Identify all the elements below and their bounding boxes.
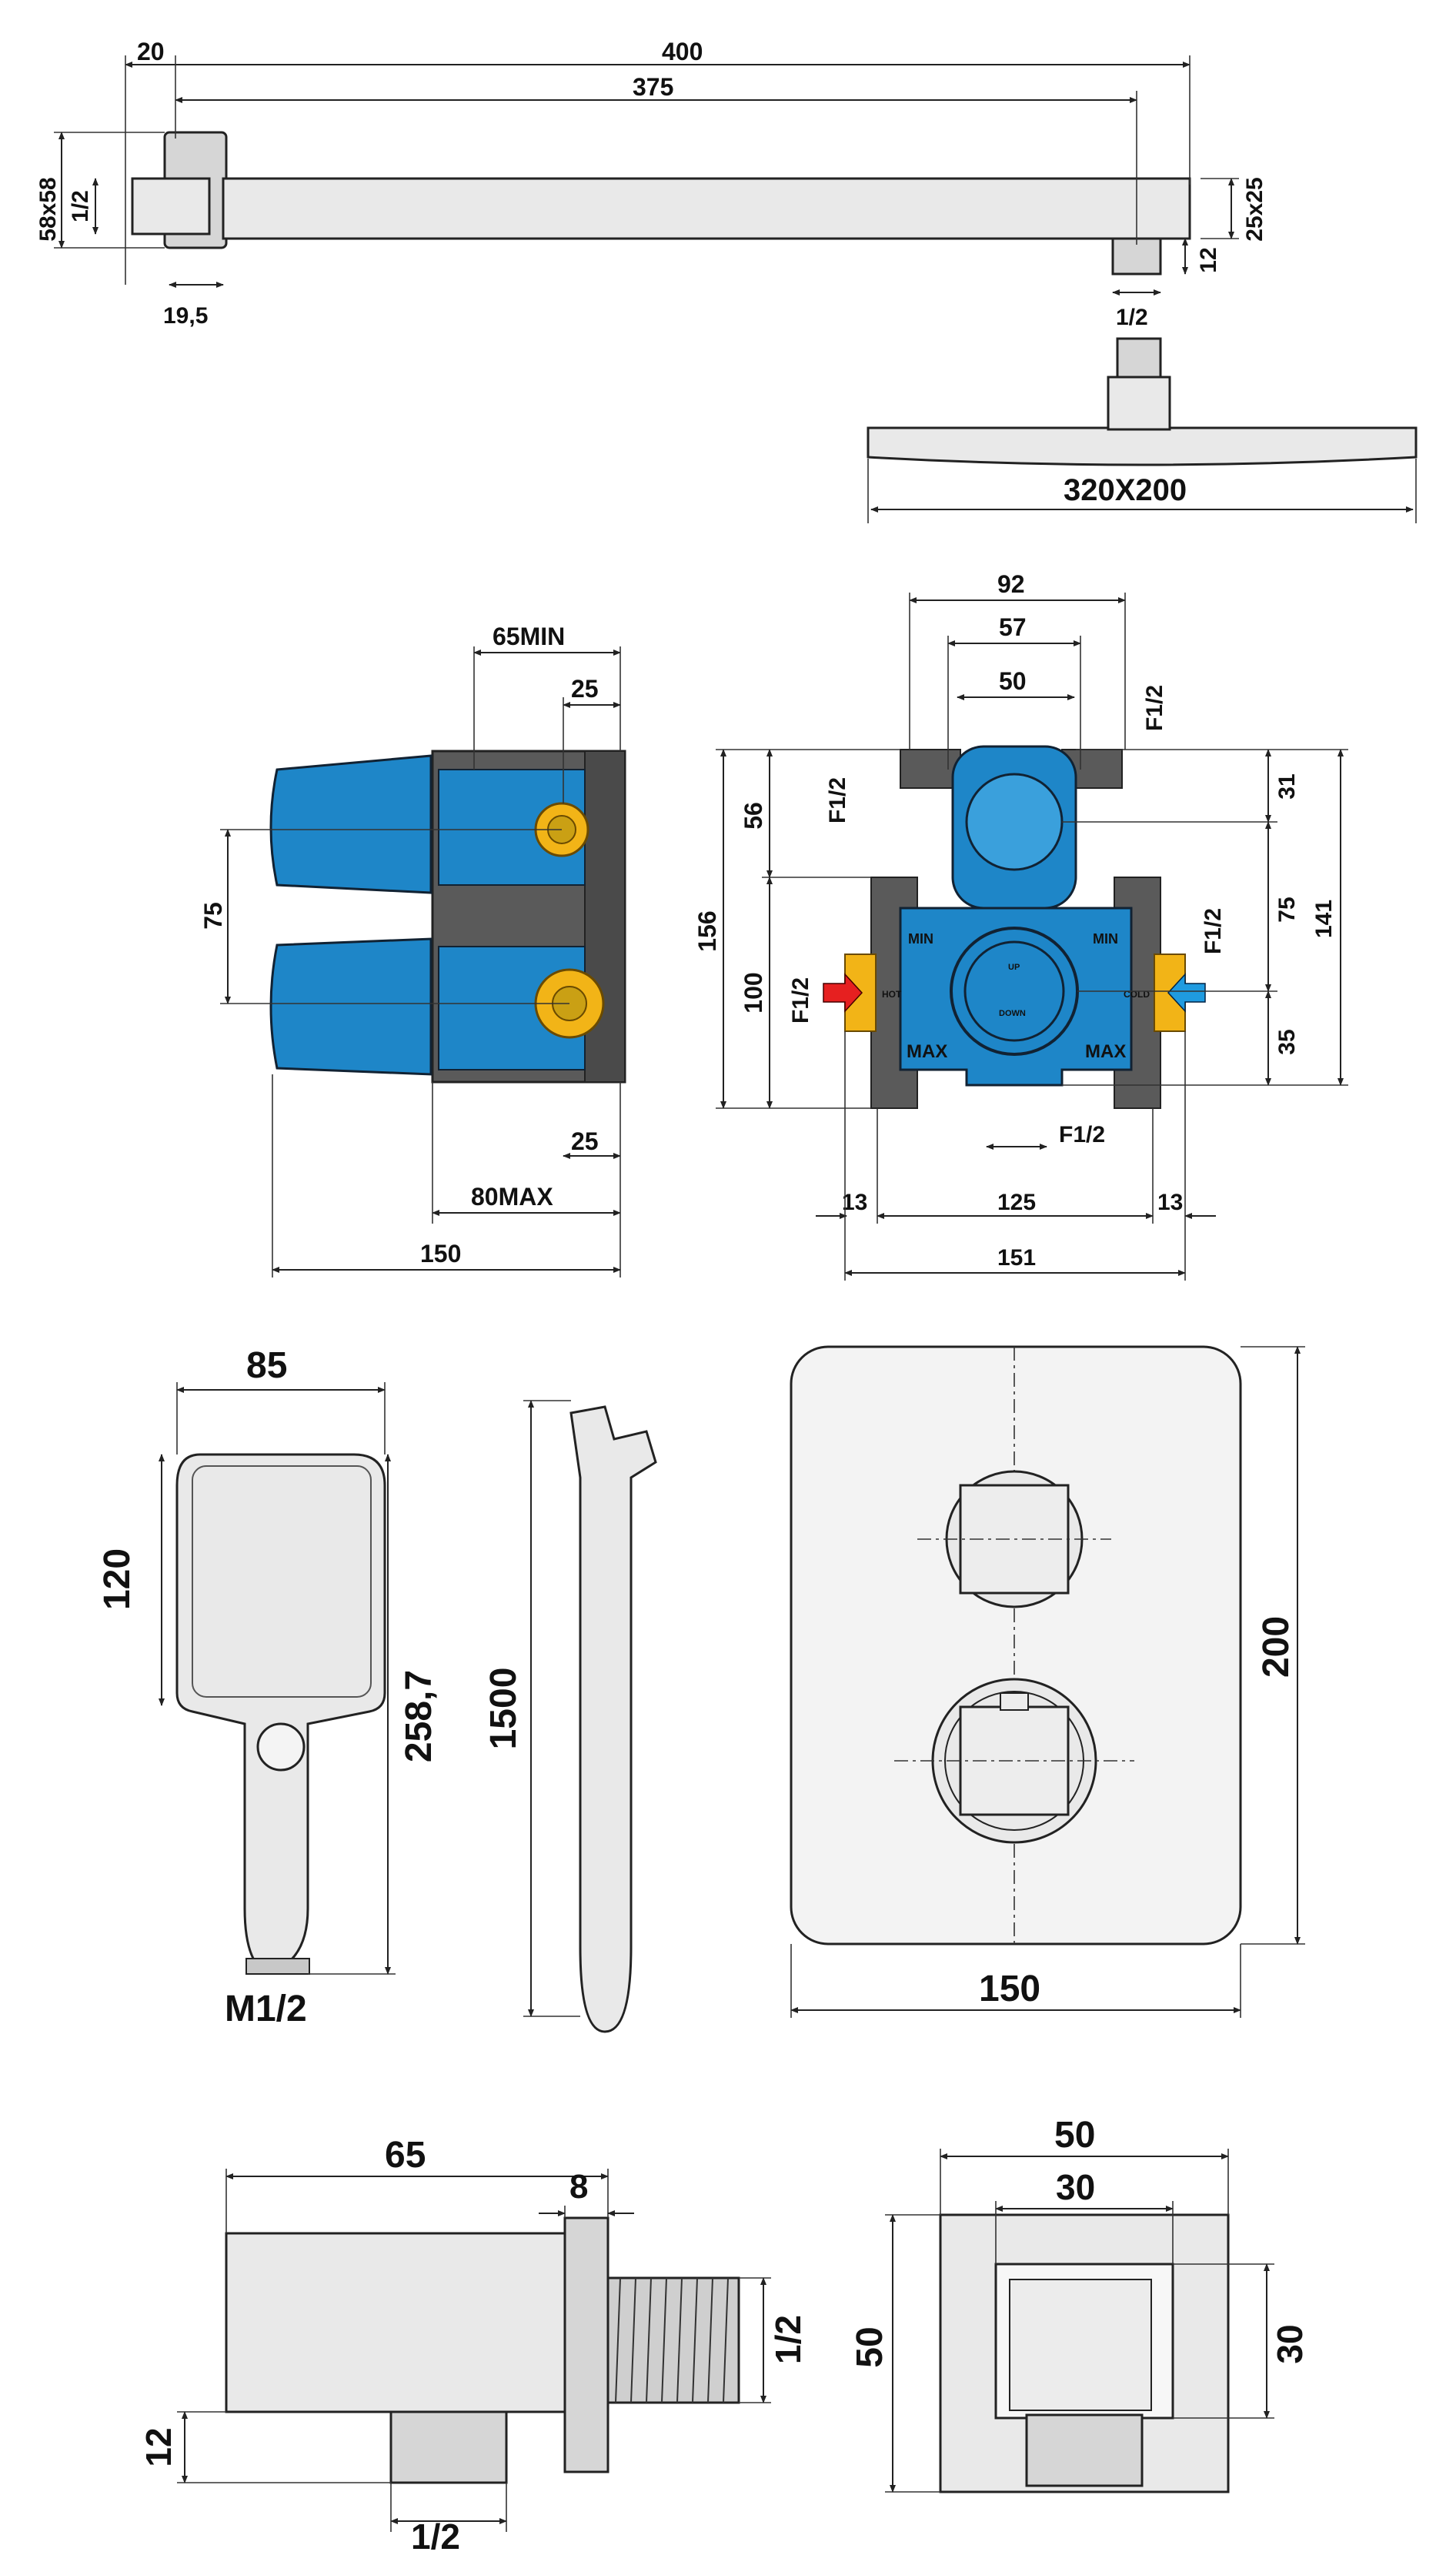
- dim-65min: 65MIN: [493, 623, 565, 650]
- shower-arm-tube: [222, 177, 1191, 240]
- trim-plate-body: [790, 1345, 1242, 1945]
- hand-shower-drawing: 85 120 258,7 M1/2: [97, 1345, 439, 2029]
- f-top-left: F1/2: [825, 777, 850, 823]
- elbow-side-thread: [606, 2276, 740, 2404]
- valve-side-lower-handle: [269, 937, 432, 1076]
- dim-75-side: 75: [199, 902, 227, 930]
- valve-front-drawing: MIN MIN MAX MAX HOT COLD UP DOWN 92 57 5…: [693, 570, 1348, 1281]
- dim-12-arm: 12: [1196, 247, 1221, 272]
- dim-141: 141: [1311, 900, 1337, 938]
- dim-100: 100: [740, 972, 767, 1013]
- elbow-side-outlet: [389, 2410, 508, 2484]
- cold-inlet-arrow: [1167, 973, 1206, 1013]
- dim-13-left: 13: [842, 1190, 867, 1215]
- elbow-side-flange: [563, 2216, 609, 2473]
- label-up: UP: [1008, 963, 1020, 972]
- dim-58x58: 58x58: [35, 177, 61, 241]
- dim-57: 57: [999, 613, 1027, 641]
- f-left: F1/2: [788, 977, 813, 1024]
- dim-35: 35: [1274, 1029, 1300, 1054]
- dim-150-side: 150: [420, 1240, 461, 1267]
- trim-height: 200: [1256, 1616, 1297, 1678]
- dim-25-top: 25: [571, 675, 599, 703]
- label-min-left: MIN: [908, 931, 933, 947]
- hot-inlet-arrow: [823, 973, 863, 1013]
- label-max-right: MAX: [1085, 1041, 1126, 1062]
- shower-head-drawing: 320X200: [867, 337, 1418, 523]
- elbow-dim-8: 8: [569, 2168, 588, 2206]
- dim-156: 156: [693, 910, 721, 951]
- label-min-right: MIN: [1093, 931, 1118, 947]
- elbow-front-outlet: [1025, 2413, 1144, 2487]
- trim-width: 150: [979, 1969, 1040, 2009]
- dim-25-bottom: 25: [571, 1127, 599, 1155]
- valve-front-diverter: [950, 927, 1079, 1056]
- dim-375: 375: [633, 73, 673, 101]
- dim-half-inlet: 1/2: [68, 190, 93, 222]
- shower-head-body: [867, 426, 1418, 466]
- dim-85: 85: [246, 1345, 287, 1386]
- dim-258-7: 258,7: [399, 1670, 439, 1762]
- wall-elbow-side-drawing: 65 8 1/2 12 1/2: [139, 2135, 808, 2555]
- dim-75-front: 75: [1274, 897, 1300, 922]
- shower-arm-drawing: 20 400 375 58x58 1/2 19,5 25x25 12 1/2: [35, 38, 1267, 330]
- dim-13-right: 13: [1157, 1190, 1183, 1215]
- elbow-dim-half-bottom: 1/2: [411, 2517, 460, 2555]
- label-cold: COLD: [1124, 989, 1150, 1000]
- elbow-front-dim-30-right: 30: [1270, 2324, 1310, 2363]
- f-right: F1/2: [1201, 908, 1226, 954]
- dim-31: 31: [1274, 773, 1300, 799]
- hose-length: 1500: [483, 1668, 524, 1750]
- trim-plate-drawing: 200 150: [790, 1345, 1305, 2018]
- elbow-front-dim-50-left: 50: [850, 2326, 890, 2367]
- elbow-side-body: [225, 2232, 566, 2413]
- dim-151: 151: [997, 1245, 1036, 1271]
- dim-20: 20: [137, 38, 165, 65]
- dim-125: 125: [997, 1190, 1036, 1215]
- dim-120: 120: [97, 1548, 138, 1610]
- shower-arm-thread: [131, 177, 211, 235]
- dim-25x25: 25x25: [1242, 177, 1267, 241]
- elbow-dim-65: 65: [385, 2135, 426, 2176]
- f-top-right: F1/2: [1142, 685, 1167, 731]
- label-down: DOWN: [999, 1009, 1026, 1018]
- dim-19-5: 19,5: [163, 303, 208, 329]
- f-bottom: F1/2: [1059, 1122, 1105, 1147]
- dim-92: 92: [997, 570, 1025, 598]
- hose-drawing: 1500: [483, 1400, 657, 2033]
- elbow-front-dim-50-top: 50: [1054, 2115, 1095, 2156]
- hose-body: [569, 1405, 657, 2033]
- dim-half-outlet: 1/2: [1116, 305, 1148, 330]
- elbow-dim-half-right: 1/2: [768, 2315, 808, 2364]
- dim-56: 56: [740, 802, 767, 830]
- hand-shower-thread: M1/2: [225, 1989, 307, 2029]
- dim-400: 400: [662, 38, 703, 65]
- dim-80max: 80MAX: [471, 1183, 553, 1211]
- valve-side-drawing: 65MIN 25 75 25 80MAX 150: [199, 623, 626, 1278]
- valve-side-upper-handle: [269, 754, 432, 894]
- shower-head-size: 320X200: [1064, 473, 1187, 507]
- label-max-left: MAX: [907, 1041, 947, 1062]
- elbow-dim-12: 12: [139, 2427, 179, 2466]
- dim-50-front: 50: [999, 667, 1027, 695]
- wall-elbow-front-drawing: 50 30 50 30: [850, 2115, 1310, 2493]
- hand-shower-head: [175, 1453, 386, 1972]
- elbow-front-dim-30-top: 30: [1056, 2167, 1095, 2207]
- shower-head-connector: [1116, 337, 1162, 380]
- label-hot: HOT: [882, 989, 902, 1000]
